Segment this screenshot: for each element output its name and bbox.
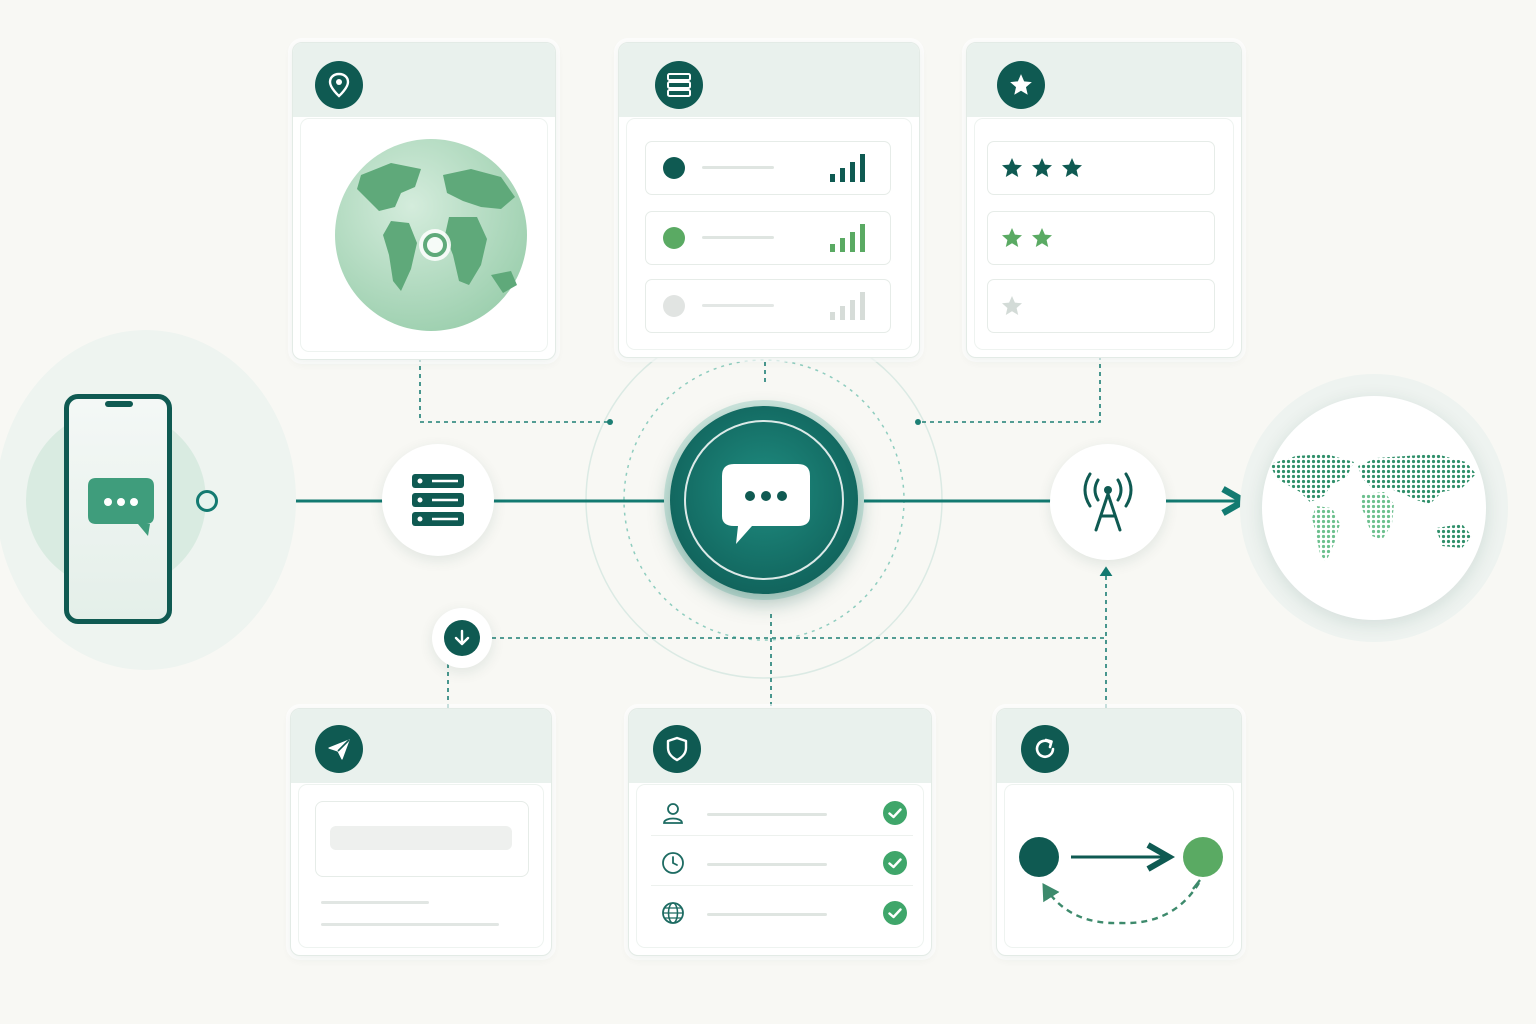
hub-node	[664, 400, 864, 600]
status-dot-muted	[663, 295, 685, 317]
check-circle-icon	[883, 851, 907, 875]
dotted-world-map-icon	[1270, 454, 1476, 562]
message-input-placeholder[interactable]	[315, 801, 529, 877]
rating-row-3[interactable]	[987, 141, 1215, 195]
shield-icon	[666, 736, 688, 762]
globe-icon	[335, 139, 527, 331]
antenna-tower-icon	[1083, 472, 1133, 532]
send-card	[290, 708, 552, 956]
connector-location	[419, 358, 610, 423]
location-pin-icon	[328, 72, 350, 98]
ratings-card	[966, 42, 1242, 358]
server-row-1[interactable]	[645, 141, 891, 195]
servers-card	[618, 42, 920, 358]
phone-connector-dot	[196, 490, 218, 512]
server-row-3[interactable]	[645, 279, 891, 333]
sync-flow-icon	[1019, 837, 1223, 925]
location-card	[292, 42, 556, 360]
three-stars-icon	[1002, 158, 1082, 177]
hub-chat-icon	[722, 464, 810, 550]
sync-card	[996, 708, 1242, 956]
security-row-clock[interactable]	[651, 837, 913, 886]
signal-bars-icon	[830, 292, 865, 320]
chat-bubble-icon	[88, 478, 154, 544]
world-node	[1240, 374, 1508, 642]
signal-bars-icon	[830, 154, 865, 182]
security-row-globe[interactable]	[651, 887, 913, 935]
globe-icon	[662, 902, 684, 924]
arrow-down-icon	[454, 629, 470, 646]
user-icon	[663, 803, 683, 824]
server-row-2[interactable]	[645, 211, 891, 265]
security-row-user[interactable]	[651, 787, 913, 836]
check-circle-icon	[883, 801, 907, 825]
star-icon	[1010, 74, 1032, 95]
paper-plane-icon	[328, 739, 350, 760]
security-card	[628, 708, 932, 956]
phone-node	[0, 330, 296, 670]
rating-row-2[interactable]	[987, 211, 1215, 265]
clock-icon	[662, 852, 684, 874]
check-circle-icon	[883, 901, 907, 925]
server-node	[382, 444, 494, 556]
signal-bars-icon	[830, 224, 865, 252]
server-icon	[667, 73, 691, 97]
connector-ratings	[918, 356, 1101, 423]
status-dot-green	[663, 227, 685, 249]
one-star-icon	[1002, 296, 1022, 315]
tower-node	[1050, 444, 1166, 560]
status-dot-dark	[663, 157, 685, 179]
smartphone	[64, 394, 172, 624]
download-node[interactable]	[432, 608, 492, 668]
two-stars-icon	[1002, 228, 1052, 247]
refresh-icon	[1035, 738, 1055, 758]
server-icon	[412, 474, 464, 526]
rating-row-1[interactable]	[987, 279, 1215, 333]
